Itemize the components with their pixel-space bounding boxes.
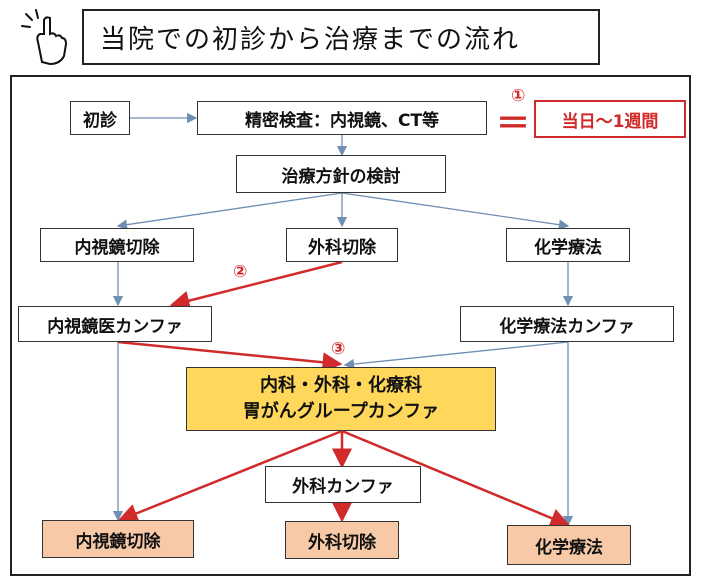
treatment-plan-box: 治療方針の検討 <box>236 155 446 193</box>
final-surgical-resection-box: 外科切除 <box>285 521 399 559</box>
pointing-hand-icon <box>21 9 68 66</box>
joint-conference-box: 内科・外科・化療科 胃がんグループカンファ <box>186 367 496 431</box>
endoscopic-resection-box: 内視鏡切除 <box>40 228 194 262</box>
chemo-conference-box: 化学療法カンファ <box>460 306 674 342</box>
final-chemotherapy-box: 化学療法 <box>507 525 631 565</box>
detailed-exam-box: 精密検査：内視鏡、CT等 <box>197 101 487 135</box>
marker-3: ③ <box>331 339 346 359</box>
arrow-surgery-to-endoconf <box>169 260 343 311</box>
final-endoscopic-resection-box: 内視鏡切除 <box>42 520 194 558</box>
surgery-conference-box: 外科カンファ <box>265 466 421 503</box>
joint-conference-line2: 胃がんグループカンファ <box>242 401 440 422</box>
equals-sign: ＝ <box>496 104 530 144</box>
endoscopy-conference-box: 内視鏡医カンファ <box>18 306 212 342</box>
joint-conference-line1: 内科・外科・化療科 <box>260 375 422 396</box>
surgical-resection-box: 外科切除 <box>286 228 398 262</box>
marker-1: ① <box>511 86 526 106</box>
timeframe-box: 当日～1週間 <box>534 100 686 138</box>
marker-2: ② <box>233 262 248 282</box>
arrow-joint-to-endo <box>117 429 343 523</box>
arrow-plan-to-chemo <box>341 192 570 230</box>
first-visit-box: 初診 <box>70 101 130 135</box>
flowchart-frame <box>10 75 691 576</box>
page-title: 当院での初診から治療までの流れ <box>82 9 600 65</box>
arrow-joint-to-chemo <box>341 429 571 528</box>
chemotherapy-box: 化学療法 <box>506 228 630 262</box>
arrow-endoconf-to-joint <box>117 340 343 373</box>
arrow-chemoconf-to-joint <box>343 341 569 370</box>
arrow-plan-to-endo <box>116 192 343 230</box>
